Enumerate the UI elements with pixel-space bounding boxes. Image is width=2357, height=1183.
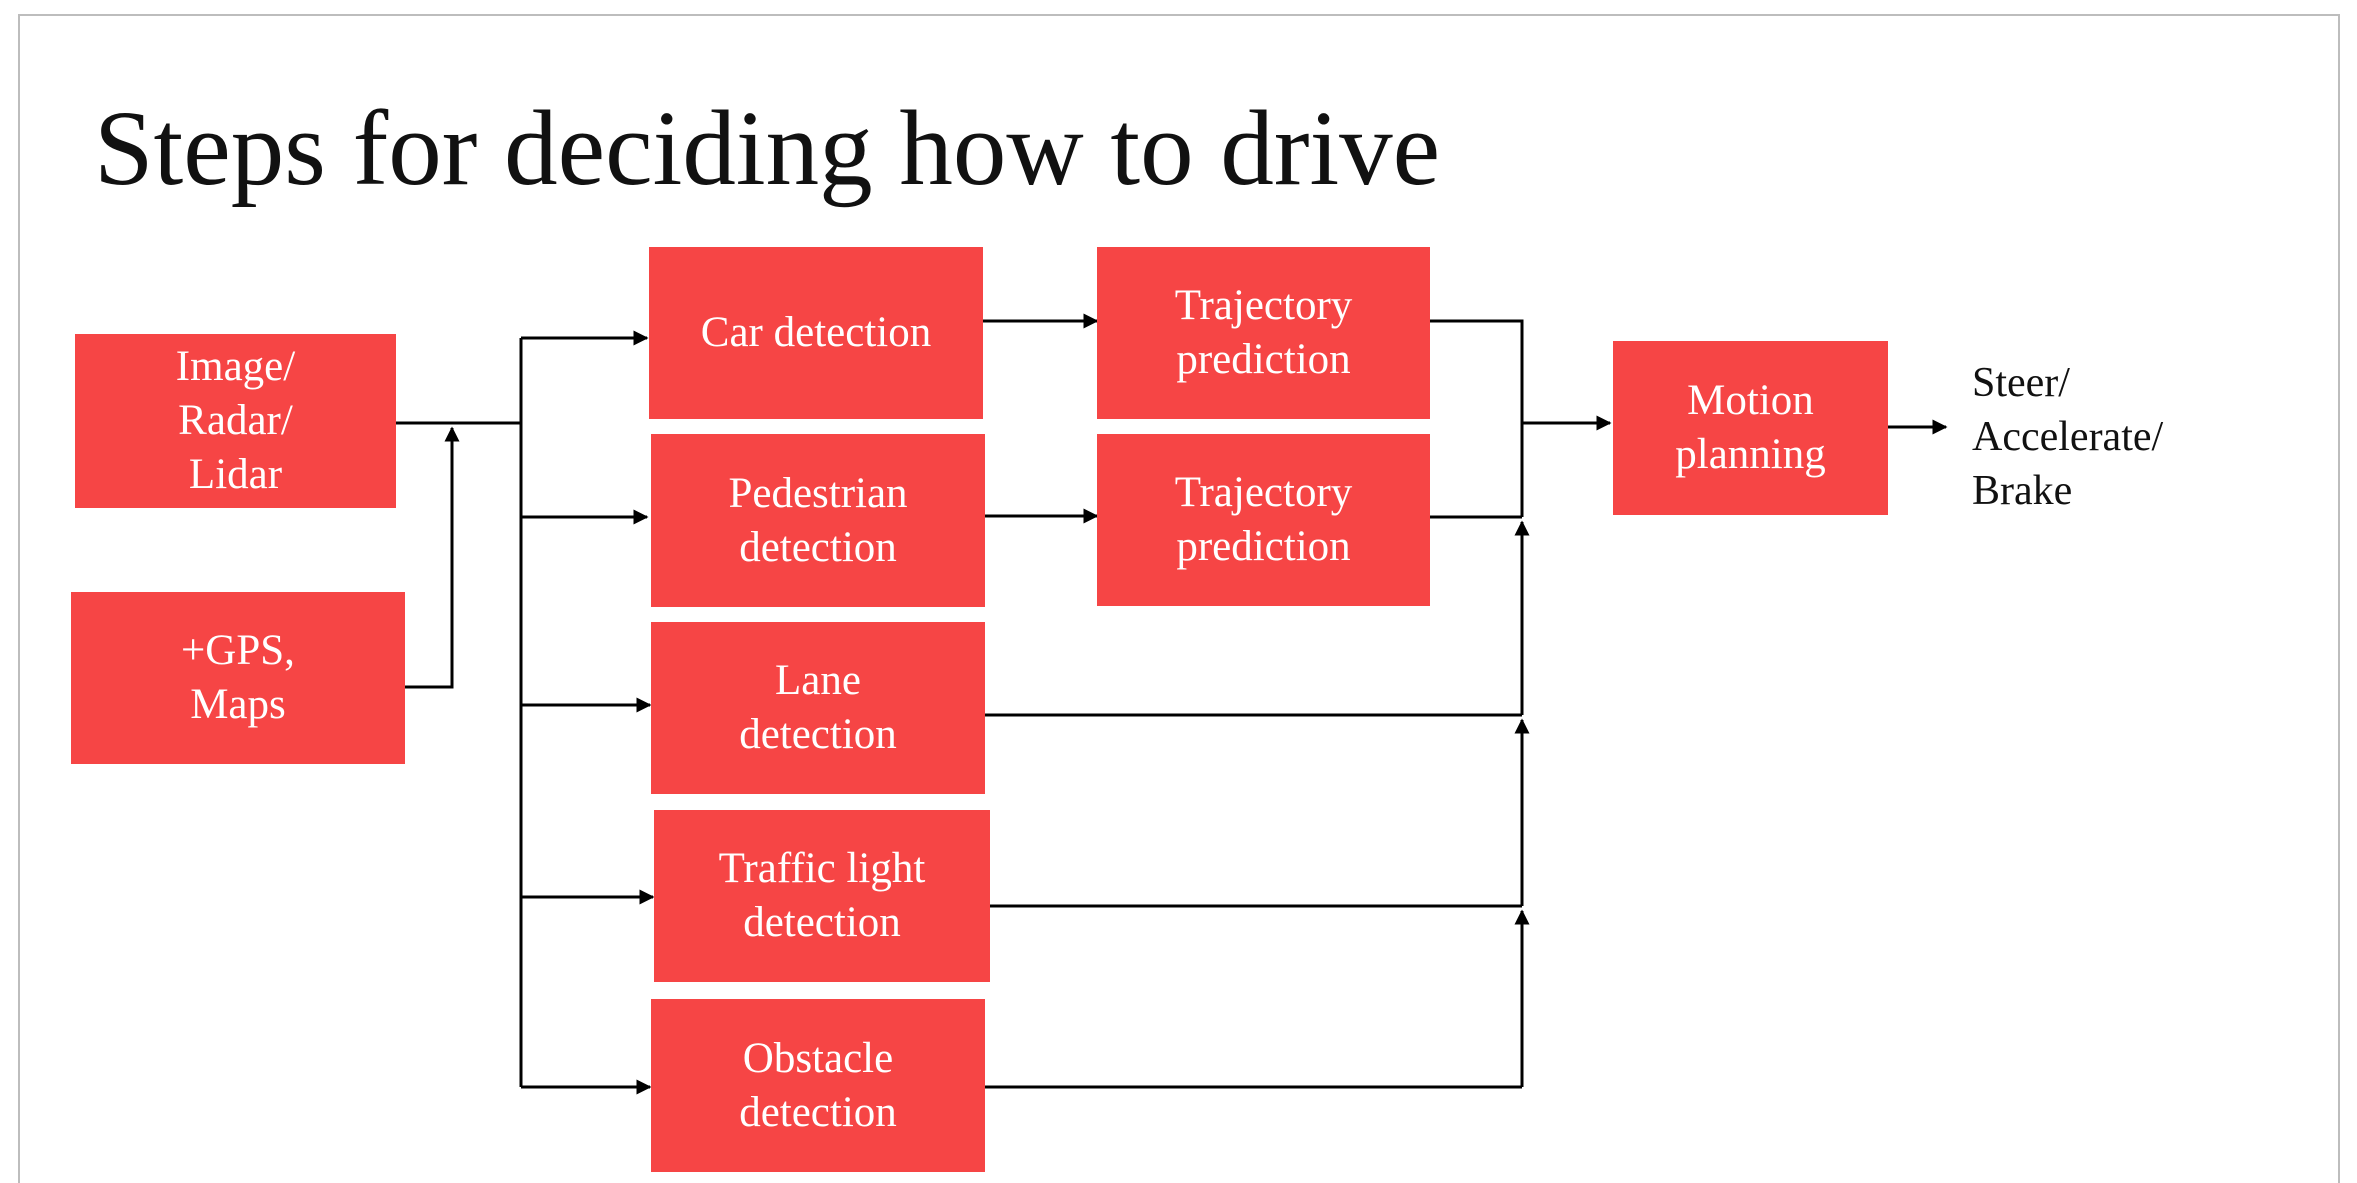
gps-maps-box: +GPS, Maps (71, 592, 405, 764)
sensors-box: Image/ Radar/ Lidar (75, 334, 396, 508)
motion-planning-box: Motion planning (1613, 341, 1888, 515)
pedestrian-trajectory-label: Trajectory prediction (1174, 469, 1353, 570)
sensors-label: Image/ Radar/ Lidar (175, 343, 296, 498)
car-trajectory-label: Trajectory prediction (1174, 282, 1353, 383)
motion-planning-label: Motion planning (1675, 377, 1826, 478)
slide-border-left (18, 14, 20, 1183)
traffic-light-detection-box: Traffic light detection (654, 810, 990, 982)
gps-maps-label: +GPS, Maps (181, 627, 295, 728)
car-detection-label: Car detection (700, 309, 932, 356)
lane-detection-label: Lane detection (739, 657, 897, 758)
car-trajectory-to-merge-line (1430, 319, 1524, 517)
obstacle-detection-box: Obstacle detection (651, 999, 985, 1172)
pedestrian-detection-label: Pedestrian detection (728, 469, 908, 571)
lane-detection-box: Lane detection (651, 622, 985, 794)
control-output-label: Steer/ Accelerate/ Brake (1972, 360, 2164, 514)
traffic-light-detection-label: Traffic light detection (718, 845, 926, 946)
obstacle-detection-label: Obstacle detection (739, 1034, 897, 1136)
car-detection-box: Car detection (649, 247, 983, 419)
slide-title: Steps for deciding how to drive (94, 90, 1441, 208)
gps-to-bus-arrow (405, 426, 460, 689)
slide-border-top (18, 14, 2340, 16)
slide-border-right (2338, 14, 2340, 1183)
pedestrian-trajectory-box: Trajectory prediction (1097, 434, 1430, 606)
car-trajectory-box: Trajectory prediction (1097, 247, 1430, 419)
pedestrian-detection-box: Pedestrian detection (651, 434, 985, 607)
